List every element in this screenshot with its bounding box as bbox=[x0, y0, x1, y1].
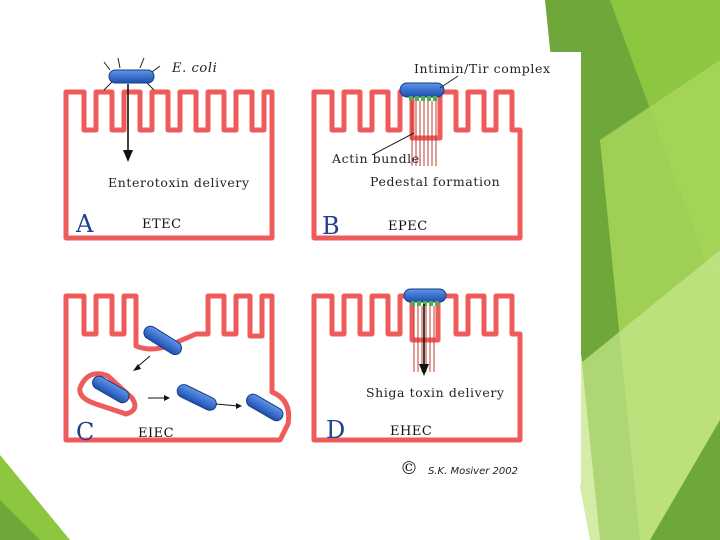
panel-c-letter: C bbox=[76, 418, 95, 446]
panel-a-bacterium bbox=[103, 57, 161, 162]
panel-d-pedestal bbox=[403, 288, 447, 376]
panel-c-membrane bbox=[63, 293, 292, 443]
panel-b-actin-label: Actin bundle bbox=[332, 151, 420, 166]
panel-c-bacteria bbox=[92, 325, 284, 422]
panel-a-letter: A bbox=[76, 210, 94, 238]
figure-card bbox=[55, 52, 581, 485]
panel-a-organism-label: E. coli bbox=[172, 61, 218, 76]
panel-b-pedestal-label: Pedestal formation bbox=[370, 174, 501, 189]
panel-a-type: ETEC bbox=[142, 217, 182, 232]
panel-d-caption: Shiga toxin delivery bbox=[366, 385, 505, 400]
panel-a-membrane bbox=[63, 89, 275, 241]
credit-text: S.K. Mosiver 2002 bbox=[428, 466, 518, 477]
panel-b-complex-label: Intimin/Tir complex bbox=[414, 61, 551, 76]
panel-d-membrane bbox=[311, 293, 523, 443]
panel-d-type: EHEC bbox=[390, 424, 433, 439]
panel-b-letter: B bbox=[322, 212, 340, 240]
panel-c-type: EIEC bbox=[138, 426, 175, 441]
copyright-symbol: © bbox=[400, 458, 418, 479]
panel-d-letter: D bbox=[326, 416, 346, 444]
panel-b-type: EPEC bbox=[388, 219, 428, 234]
panel-b-pedestal bbox=[371, 75, 459, 166]
panel-a-caption: Enterotoxin delivery bbox=[108, 175, 250, 190]
